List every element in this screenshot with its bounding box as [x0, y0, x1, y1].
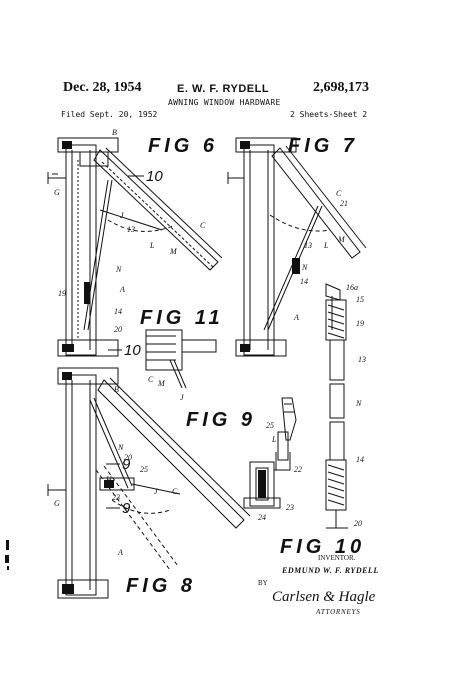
- fig9-drawing: 25 L 22 23 24 FIG 9: [186, 397, 302, 522]
- ref-25-fig9: 25: [266, 421, 274, 430]
- sheet-count: 2 Sheets-Sheet 2: [290, 110, 368, 119]
- ref-m: M: [169, 247, 178, 256]
- ref-23-fig9: 23: [286, 503, 294, 512]
- ref-n-fig7: N: [301, 263, 308, 272]
- fig10-label: FIG 10: [280, 536, 365, 558]
- ref-15: 15: [356, 295, 364, 304]
- attorney-signature: Carlsen & Hagle: [272, 589, 376, 605]
- ref-20-fig10: 20: [354, 519, 362, 528]
- fig8-label: FIG 8: [126, 575, 196, 597]
- ref-14-fig10: 14: [356, 455, 364, 464]
- inventor-header: E. W. F. RYDELL: [177, 83, 270, 95]
- ref-20: 20: [114, 325, 122, 334]
- ref-10-bottom: 10: [124, 342, 141, 359]
- fig10-drawing: 16a 15 19 13 N 14 20 FIG 10: [280, 283, 366, 558]
- ref-a: A: [119, 285, 125, 294]
- inventor-label: INVENTOR.: [318, 554, 356, 562]
- ref-25-fig8: 25: [140, 465, 148, 474]
- fig6-label: FIG 6: [148, 135, 218, 157]
- ref-22: 22: [294, 465, 302, 474]
- fig11-label: FIG 11: [140, 307, 224, 329]
- ref-10-top: 10: [146, 168, 163, 185]
- ref-a-fig8: A: [117, 548, 123, 557]
- patent-date: Dec. 28, 1954: [63, 80, 142, 95]
- patent-number: 2,698,173: [313, 80, 369, 95]
- ref-a-fig7: A: [293, 313, 299, 322]
- ref-c: C: [200, 221, 206, 230]
- fig7-label: FIG 7: [288, 135, 358, 157]
- ref-j-fig11: J: [180, 393, 184, 402]
- ref-13-fig7: 13: [304, 241, 312, 250]
- ref-j-fig8: J: [154, 487, 158, 496]
- ref-l-fig7: L: [323, 241, 329, 250]
- ref-c-fig7: C: [336, 189, 342, 198]
- ref-n-fig8: N: [117, 443, 124, 452]
- signature-block: INVENTOR. EDMUND W. F. RYDELL BY Carlsen…: [258, 554, 379, 616]
- ref-j: J: [120, 211, 124, 220]
- ref-20-fig8: 20: [124, 453, 132, 462]
- ref-16a: 16a: [346, 283, 358, 292]
- ref-c-fig8: C: [172, 487, 178, 496]
- ref-n-fig10: N: [355, 399, 362, 408]
- inventor-name: EDMUND W. F. RYDELL: [281, 566, 379, 575]
- ref-13-fig10: 13: [358, 355, 366, 364]
- ref-h-fig8: H: [105, 475, 113, 484]
- ref-19-fig10: 19: [356, 319, 364, 328]
- ref-l-fig9: L: [271, 435, 277, 444]
- ref-23-fig8: 23: [112, 493, 120, 502]
- attorneys-label: ATTORNEYS: [315, 608, 361, 616]
- by-label: BY: [258, 579, 268, 587]
- ref-9-bottom: 9: [122, 500, 131, 517]
- ref-g-fig8: G: [54, 499, 60, 508]
- fig7-drawing: C 21 M L 13 N 14 A FIG 7: [227, 135, 367, 357]
- ref-21: 21: [340, 199, 348, 208]
- ref-c-fig11: C: [148, 375, 154, 384]
- ref-24: 24: [258, 513, 266, 522]
- ref-14: 14: [114, 307, 122, 316]
- fig11-drawing: C M J FIG 11: [140, 307, 224, 402]
- ref-m-fig11: M: [157, 379, 166, 388]
- ref-l: L: [149, 241, 155, 250]
- ref-14-fig7: 14: [300, 277, 308, 286]
- ref-m-fig7: M: [337, 235, 346, 244]
- fig8-drawing: B N 20 G H 25 23 J C A 9 9 FIG 8: [47, 367, 251, 599]
- ref-b-fig8: B: [114, 385, 119, 394]
- ref-9-top: 9: [122, 456, 131, 473]
- ref-n: N: [115, 265, 122, 274]
- fig6-drawing: B G C J 13 N 19 A 14 20 M L 10 10 FIG 6: [47, 128, 223, 359]
- ref-13: 13: [127, 225, 135, 234]
- fig9-label: FIG 9: [186, 409, 256, 431]
- ref-19: 19: [58, 289, 66, 298]
- filing-date: Filed Sept. 20, 1952: [61, 110, 158, 119]
- ref-g: G: [54, 188, 60, 197]
- ref-b: B: [112, 128, 117, 137]
- patent-title: AWNING WINDOW HARDWARE: [168, 98, 281, 107]
